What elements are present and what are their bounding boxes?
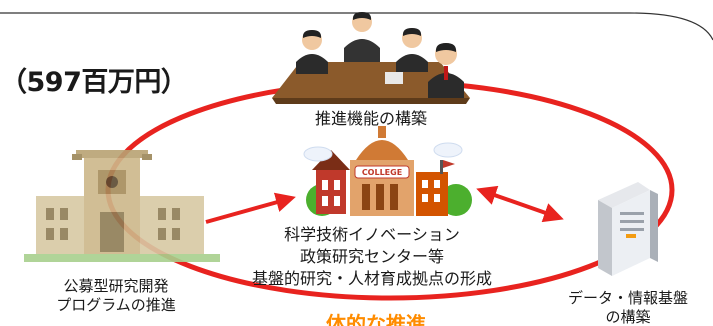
label-left-line-1: 公募型研究開発	[63, 277, 169, 295]
server-computer-icon	[598, 182, 658, 276]
label-left-block: 公募型研究開発 プログラムの推進	[18, 277, 214, 315]
label-center-line-1: 科学技術イノベーション	[284, 225, 460, 244]
budget-amount: （597百万円）	[0, 67, 188, 98]
label-promotion-function: 推進機能の構築	[314, 109, 427, 128]
label-center-line-2: 政策研究センター等	[299, 247, 444, 266]
bottom-partial-text: 体的な推進	[326, 312, 426, 326]
bottom-partial-label: 体的な推進	[326, 312, 466, 326]
label-left-line-2: プログラムの推進	[56, 296, 176, 314]
label-center-block: 科学技術イノベーション 政策研究センター等 基盤的研究・人材育成拠点の形成	[214, 224, 530, 290]
university-tower-icon	[24, 150, 220, 262]
meeting-people-icon	[272, 12, 470, 104]
label-right-line-2: の構築	[605, 308, 651, 326]
label-right-line-1: データ・情報基盤	[567, 289, 688, 307]
arrow-center-to-right	[476, 185, 564, 223]
college-sign-text: COLLEGE	[362, 168, 402, 177]
frame-line	[0, 12, 713, 41]
label-right-block: データ・情報基盤 の構築	[548, 289, 708, 326]
label-center-line-3: 基盤的研究・人材育成拠点の形成	[251, 269, 492, 288]
college-campus-icon: COLLEGE	[303, 126, 472, 216]
arrow-left-to-center	[205, 192, 296, 224]
